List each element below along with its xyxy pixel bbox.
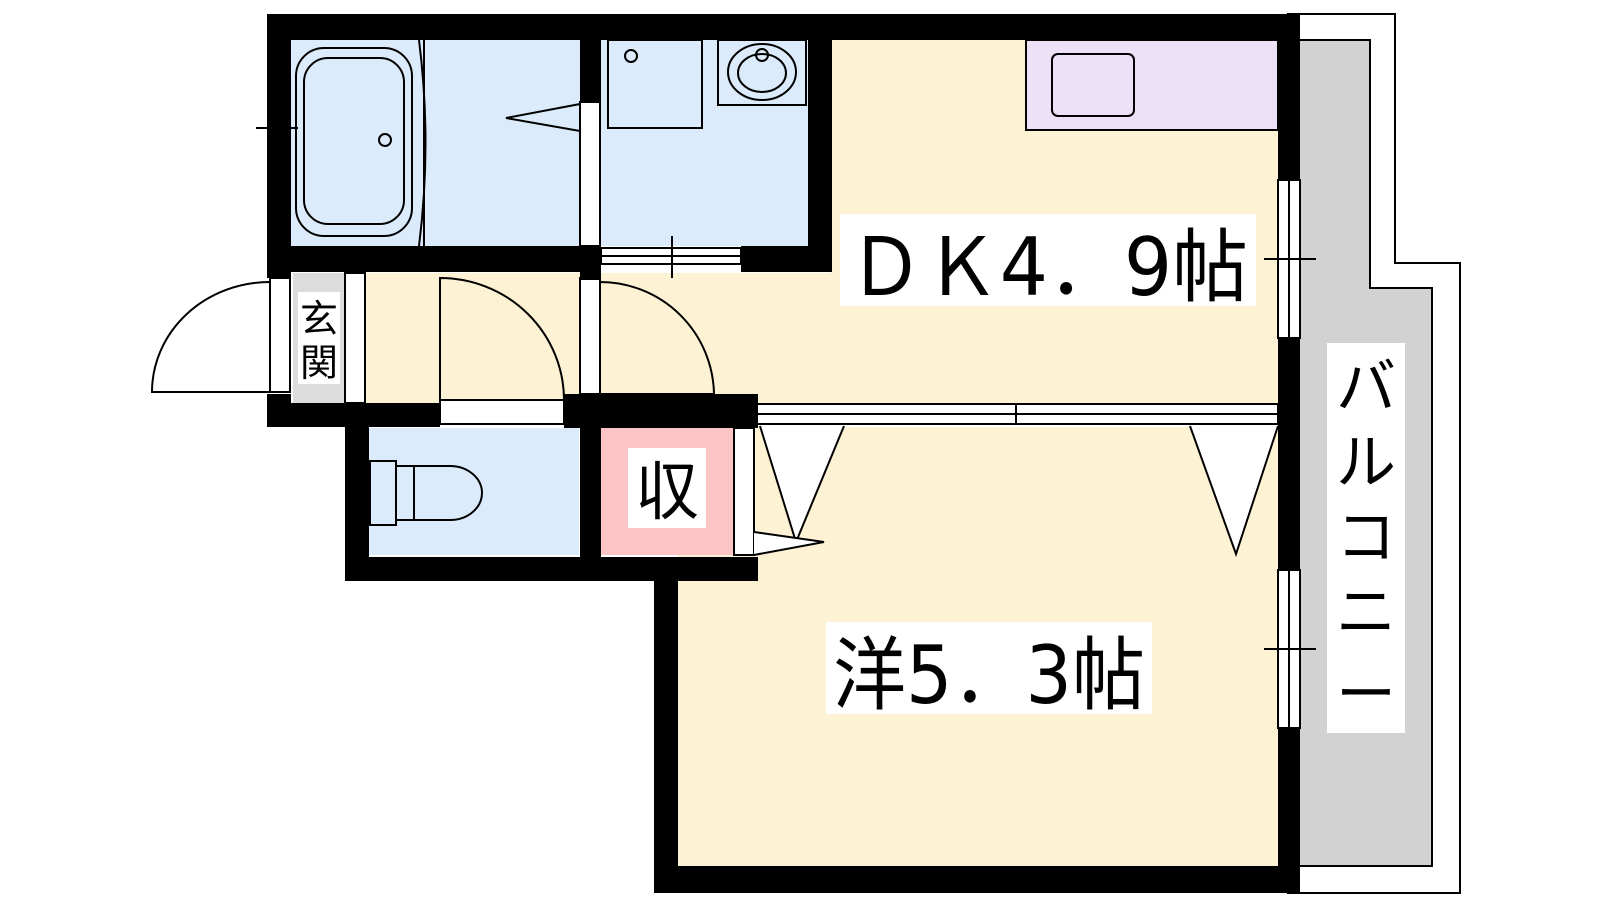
balcony-label-bg [1327,343,1405,733]
storage-door [733,427,825,556]
storage-label-bg [628,448,706,528]
wall-western-west [654,557,678,893]
western-label-bg [826,622,1152,714]
toilet-floor [369,428,579,555]
entrance-label-line2: 関 [300,341,338,385]
bathroom-curtain [418,39,427,247]
balcony-label-char: ー [1336,660,1396,730]
kitchen-counter [1025,39,1279,131]
balcony-label-char: バ [1336,353,1396,423]
wall-toilet-storage [580,394,601,581]
dk-label-bg [840,214,1256,306]
bathroom-floor [290,38,580,246]
entrance-label-line1: 玄 [300,297,338,341]
dk-label: ＤＫ4．9帖 [848,221,1248,314]
entrance-door [150,277,291,393]
wall-mid-upper [580,246,601,280]
walls [267,14,1300,893]
wall-toilet-south [345,557,758,581]
washroom-floor [601,38,808,246]
wall-east-3 [1278,728,1300,893]
window-dk [1264,179,1316,339]
wall-south [654,866,1300,893]
bathtub-icon [295,47,413,237]
wall-west-upper [267,14,291,278]
toilet-door [439,276,566,425]
wall-east-2 [1278,338,1300,570]
wall-toilet-west [345,403,369,581]
western-label: 洋5．3帖 [833,629,1145,722]
balcony: バ ル コ ニ ー [1287,13,1461,894]
storage-label: 収 [635,456,699,530]
entrance-label-bg [298,292,340,384]
partition-sliding-doors [755,403,1279,558]
washroom-door [579,277,716,395]
balcony-label-char: コ [1336,503,1396,573]
wall-east-1 [1278,14,1300,180]
balcony-label-char: ニ [1336,578,1396,648]
balcony-label-char: ル [1336,428,1396,498]
sink-icon [1051,53,1135,117]
wall-bath-south [267,246,600,272]
entrance-step [344,272,366,404]
wall-washroom-east [808,38,832,272]
window-western [1264,569,1316,729]
bathroom-door-swing [505,103,581,132]
toilet-icon [369,460,483,526]
bathroom-door [579,101,601,247]
wall-bath-washroom [580,38,601,102]
wall-north [267,14,1300,40]
